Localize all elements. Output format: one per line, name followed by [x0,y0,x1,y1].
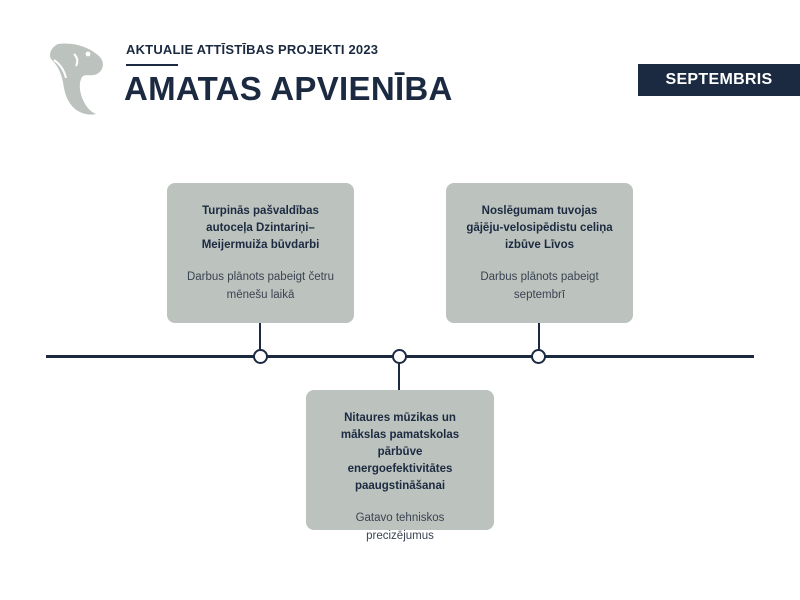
timeline-card-description: Darbus plānots pabeigt septembrī [480,271,599,301]
timeline-connector-2 [398,362,400,390]
timeline-card-title: Nitaures mūzikas un mākslas pamatskolas … [340,412,460,492]
timeline-node-2 [392,349,407,364]
timeline-node-1 [253,349,268,364]
fish-icon [50,43,103,115]
timeline-card-3: Noslēgumam tuvojas gājēju-velosipēdistu … [446,183,633,323]
timeline-card-title: Turpinās pašvaldības autoceļa Dzintariņi… [201,205,320,251]
timeline-card-2: Nitaures mūzikas un mākslas pamatskolas … [306,390,494,542]
subtitle: AKTUALIE ATTĪSTĪBAS PROJEKTI 2023 [126,42,379,57]
timeline-node-3 [531,349,546,364]
timeline-card-description: Gatavo tehniskos precizējumus [355,512,445,542]
page-title: AMATAS APVIENĪBA [124,70,453,107]
month-badge: SEPTEMBRIS [638,64,800,96]
title-accent-line [126,64,178,66]
timeline-connector-3 [538,323,540,350]
timeline-card-title: Noslēgumam tuvojas gājēju-velosipēdistu … [466,205,613,251]
timeline-connector-1 [259,323,261,350]
timeline-card-1: Turpinās pašvaldības autoceļa Dzintariņi… [167,183,354,323]
timeline-card-description: Darbus plānots pabeigt četru mēnešu laik… [186,271,335,301]
